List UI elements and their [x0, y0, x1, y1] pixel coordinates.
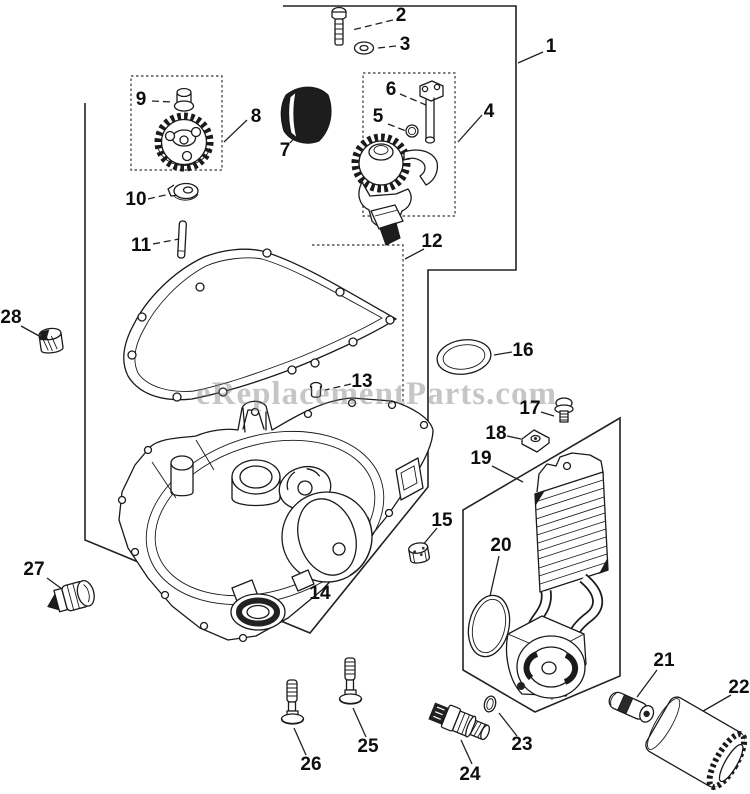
part-9-plug — [175, 89, 194, 112]
group-box-1 — [85, 6, 516, 633]
part-5-oring — [406, 125, 418, 137]
part-23-oring — [483, 695, 498, 713]
part-25-bolt — [340, 658, 362, 704]
part-15-nut — [408, 542, 430, 565]
part-28-plug — [38, 327, 63, 354]
part-13-plug — [311, 383, 322, 398]
part-11-pin — [178, 221, 187, 258]
group-box-12 — [312, 245, 403, 408]
part-2-bolt — [332, 8, 346, 46]
part-24-sensor — [428, 699, 493, 744]
part-17-bolt — [555, 398, 573, 422]
part-16-oring — [435, 336, 493, 377]
part-19-oil-cooler — [507, 453, 608, 700]
part-3-washer — [355, 42, 374, 54]
part-10-washer — [168, 184, 198, 201]
part-8-gear — [158, 116, 210, 168]
part-6-pickup-tube — [420, 81, 443, 143]
part-12-gasket — [124, 249, 396, 401]
part-22-oil-filter — [641, 693, 750, 793]
part-14-oil-pan — [119, 398, 434, 642]
part-26-bolt — [282, 680, 304, 724]
part-14-seal — [231, 594, 285, 630]
group-box-8 — [131, 76, 222, 170]
part-27-switch — [44, 579, 97, 617]
part-7-bearing — [281, 87, 331, 143]
part-18-nut — [522, 430, 549, 452]
part-21-fitting — [607, 690, 656, 724]
leader-lines — [21, 20, 731, 764]
group-box-19 — [463, 418, 620, 712]
group-box-4 — [363, 73, 455, 216]
part-20-oring — [463, 592, 515, 661]
part-4-oil-pump — [355, 81, 443, 245]
